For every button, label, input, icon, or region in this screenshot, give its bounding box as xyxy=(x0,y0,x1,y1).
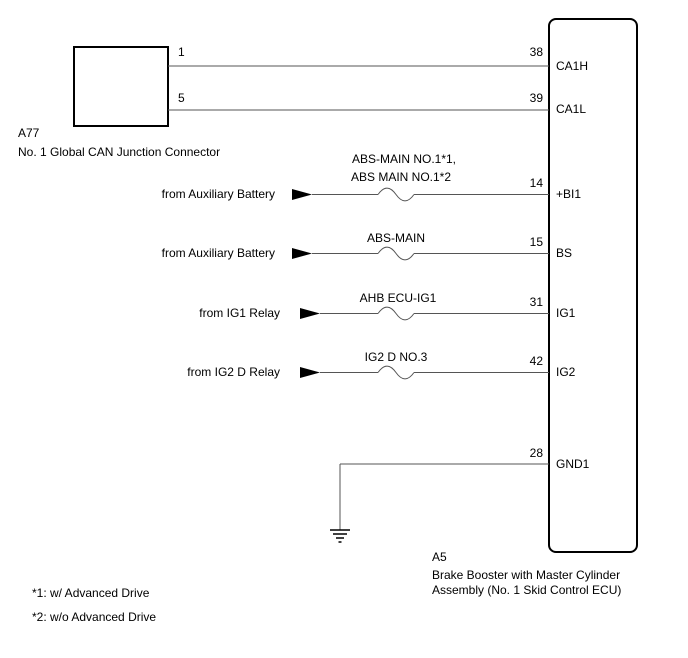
pin-label-right: 38 xyxy=(530,45,544,59)
ground-line-gnd1: 28 GND1 xyxy=(330,446,590,543)
terminal-label: BS xyxy=(556,246,572,260)
pin-label: 14 xyxy=(530,176,544,190)
pin-label: 28 xyxy=(530,446,544,460)
source-label: from IG2 D Relay xyxy=(187,365,280,379)
can-line-ca1h: 1 38 CA1H xyxy=(168,45,588,73)
pin-label-left: 5 xyxy=(178,91,185,105)
arrow-icon xyxy=(292,189,312,200)
pin-label-right: 39 xyxy=(530,91,544,105)
terminal-label: IG2 xyxy=(556,365,576,379)
fuse-label-line2: ABS MAIN NO.1*2 xyxy=(351,170,451,184)
can-line-ca1l: 5 39 CA1L xyxy=(168,91,586,116)
fuse-label: ABS-MAIN xyxy=(367,231,425,245)
fuse-label: IG2 D NO.3 xyxy=(365,350,428,364)
fuse-icon xyxy=(377,246,415,261)
a77-connector-box xyxy=(73,46,169,127)
ground-icon xyxy=(330,529,350,543)
power-line-bs: from Auxiliary Battery ABS-MAIN 15 BS xyxy=(162,231,572,261)
pin-label-left: 1 xyxy=(178,45,185,59)
note-2: *2: w/o Advanced Drive xyxy=(32,610,156,624)
source-label: from IG1 Relay xyxy=(199,306,280,320)
a77-code: A77 xyxy=(18,126,40,140)
arrow-icon xyxy=(300,308,320,319)
terminal-label: CA1H xyxy=(556,59,588,73)
a5-name-line1: Brake Booster with Master Cylinder xyxy=(432,568,620,582)
a5-code: A5 xyxy=(432,550,447,564)
power-line-bi1: from Auxiliary Battery ABS-MAIN NO.1*1, … xyxy=(162,152,581,202)
fuse-label-line1: ABS-MAIN NO.1*1, xyxy=(352,152,456,166)
terminal-label: IG1 xyxy=(556,306,576,320)
a5-name-line2: Assembly (No. 1 Skid Control ECU) xyxy=(432,583,621,597)
pin-label: 15 xyxy=(530,235,544,249)
arrow-icon xyxy=(300,367,320,378)
source-label: from Auxiliary Battery xyxy=(162,246,275,260)
a5-ecu-box xyxy=(548,18,638,553)
fuse-icon xyxy=(377,365,415,380)
arrow-icon xyxy=(292,248,312,259)
power-line-ig1: from IG1 Relay AHB ECU-IG1 31 IG1 xyxy=(199,291,576,321)
fuse-icon xyxy=(377,306,415,321)
terminal-label: CA1L xyxy=(556,102,586,116)
a77-name: No. 1 Global CAN Junction Connector xyxy=(18,145,220,159)
terminal-label: +BI1 xyxy=(556,187,581,201)
fuse-icon xyxy=(377,187,415,202)
terminal-label: GND1 xyxy=(556,457,590,471)
fuse-label: AHB ECU-IG1 xyxy=(360,291,437,305)
power-line-ig2: from IG2 D Relay IG2 D NO.3 42 IG2 xyxy=(187,350,576,380)
pin-label: 31 xyxy=(530,295,544,309)
note-1: *1: w/ Advanced Drive xyxy=(32,586,150,600)
pin-label: 42 xyxy=(530,354,544,368)
source-label: from Auxiliary Battery xyxy=(162,187,275,201)
